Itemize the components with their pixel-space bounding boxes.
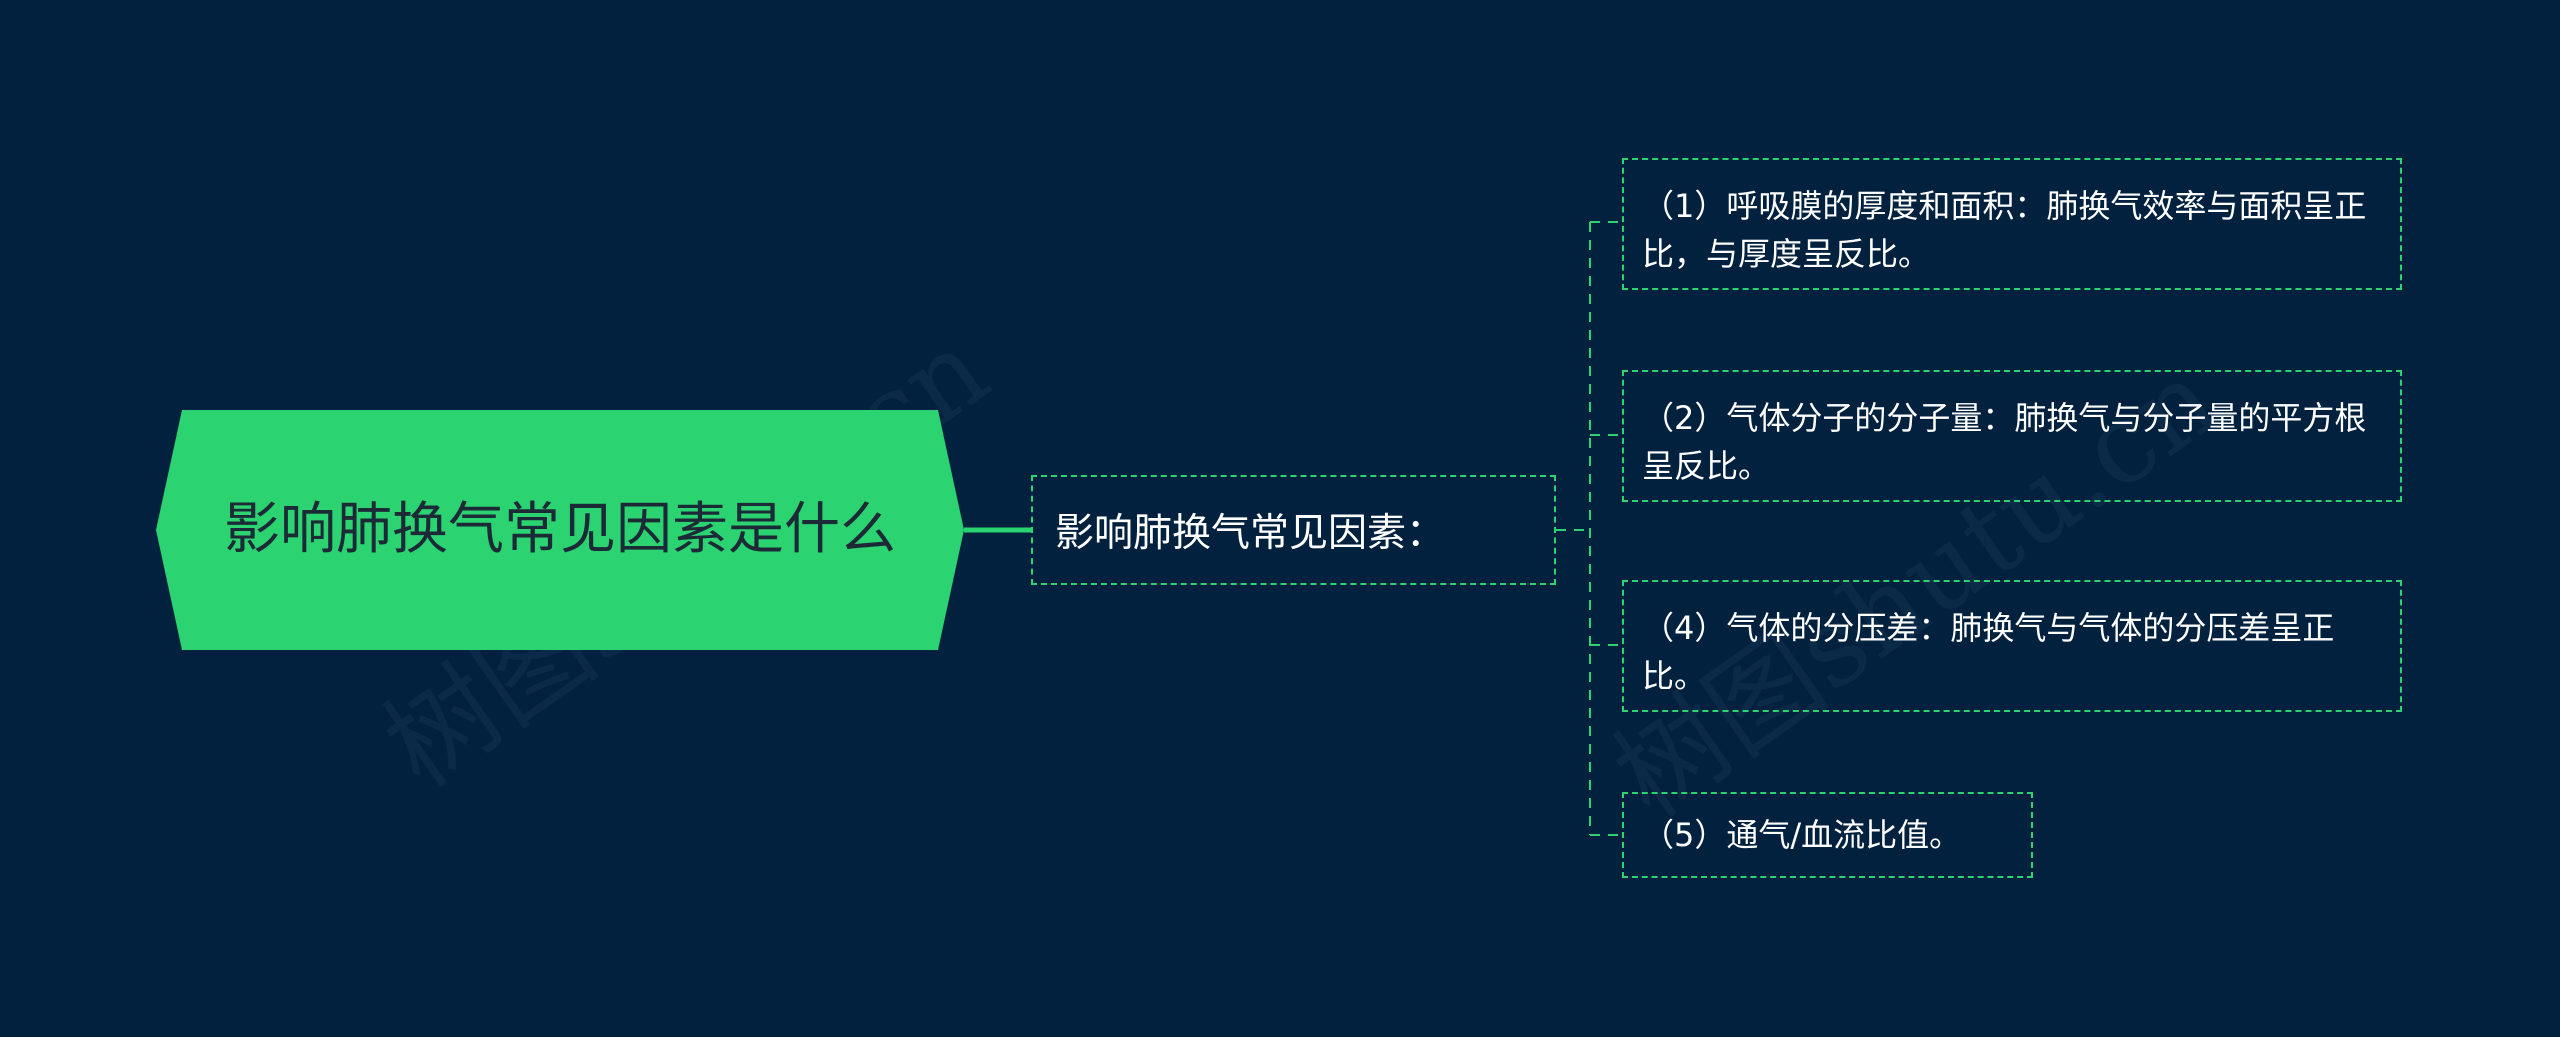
root-node[interactable]: 影响肺换气常见因素是什么 (156, 410, 964, 650)
leaf-node-2[interactable]: （2）气体分子的分子量：肺换气与分子量的平方根呈反比。 (1622, 370, 2402, 502)
topic-node-label: 影响肺换气常见因素： (1055, 511, 1446, 556)
leaf-node-label: （4）气体的分压差：肺换气与气体的分压差呈正比。 (1642, 609, 2335, 695)
leaf-node-label: （1）呼吸膜的厚度和面积：肺换气效率与面积呈正比，与厚度呈反比。 (1642, 187, 2367, 273)
leaf-node-3[interactable]: （4）气体的分压差：肺换气与气体的分压差呈正比。 (1622, 580, 2402, 712)
leaf-node-label: （2）气体分子的分子量：肺换气与分子量的平方根呈反比。 (1642, 399, 2367, 485)
root-node-label: 影响肺换气常见因素是什么 (224, 497, 896, 562)
leaf-node-4[interactable]: （5）通气/血流比值。 (1622, 792, 2033, 878)
leaf-node-label: （5）通气/血流比值。 (1642, 816, 1962, 854)
branch-connectors (1556, 221, 1622, 836)
leaf-node-1[interactable]: （1）呼吸膜的厚度和面积：肺换气效率与面积呈正比，与厚度呈反比。 (1622, 158, 2402, 290)
topic-node[interactable]: 影响肺换气常见因素： (1031, 475, 1556, 585)
